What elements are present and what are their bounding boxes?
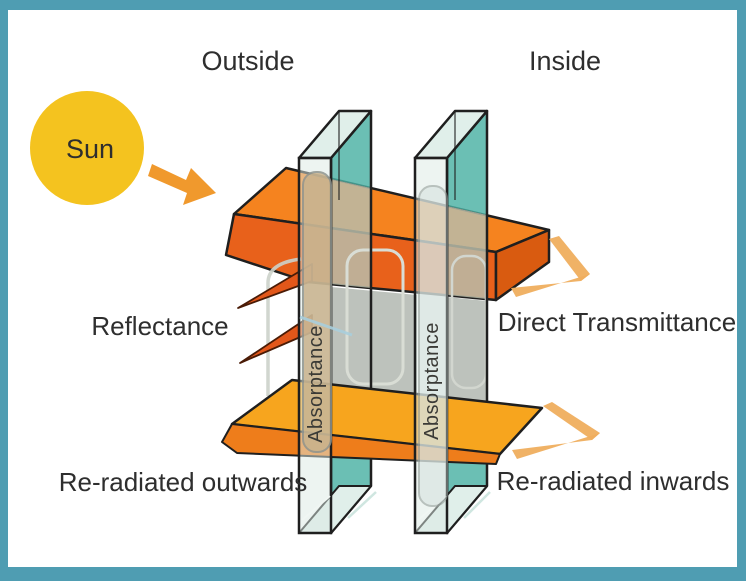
direct-transmittance-chevron-upper (549, 236, 590, 281)
outer-pane-side-overbeam (331, 179, 371, 288)
sun-ray-arrow-icon (148, 164, 216, 205)
absorptance-label-outer: Absorptance (305, 325, 327, 443)
label-inside: Inside (529, 46, 601, 76)
sun-label: Sun (66, 134, 114, 164)
outer-pane-front-highlight (301, 495, 331, 521)
absorbed-heat-conduit-outer (266, 257, 302, 396)
absorptance-label-inner: Absorptance (421, 322, 443, 440)
outer-pane-glass-highlight (347, 491, 377, 519)
inner-pane-glass-highlight (463, 491, 491, 519)
cavity-flow-outline-outer (345, 248, 405, 386)
label-outside: Outside (201, 46, 294, 76)
sun (30, 91, 144, 205)
direct-transmittance-chevron-lower (511, 274, 590, 297)
inner-pane-side-overbeam (447, 206, 487, 299)
refracted-ray-highlight (299, 315, 353, 337)
label-reradiated-inwards: Re-radiated inwards (497, 466, 730, 496)
cavity-shadow-band-inner (447, 297, 487, 406)
label-reradiated-outwards: Re-radiated outwards (59, 467, 308, 497)
cavity-shadow-band-outer (331, 287, 417, 394)
inner-pane-side-upper (447, 111, 487, 215)
label-direct-transmittance: Direct Transmittance (498, 307, 736, 337)
solar-beam-end-face (494, 228, 551, 302)
absorptance-tube-inner (418, 185, 448, 507)
outer-pane-side-upper (331, 111, 371, 188)
absorptance-tube-outer (302, 171, 332, 453)
reradiated-inwards-chevron-lower (512, 433, 600, 459)
reradiated-inwards-chevron-upper (543, 402, 600, 440)
label-reflectance: Reflectance (91, 311, 228, 341)
